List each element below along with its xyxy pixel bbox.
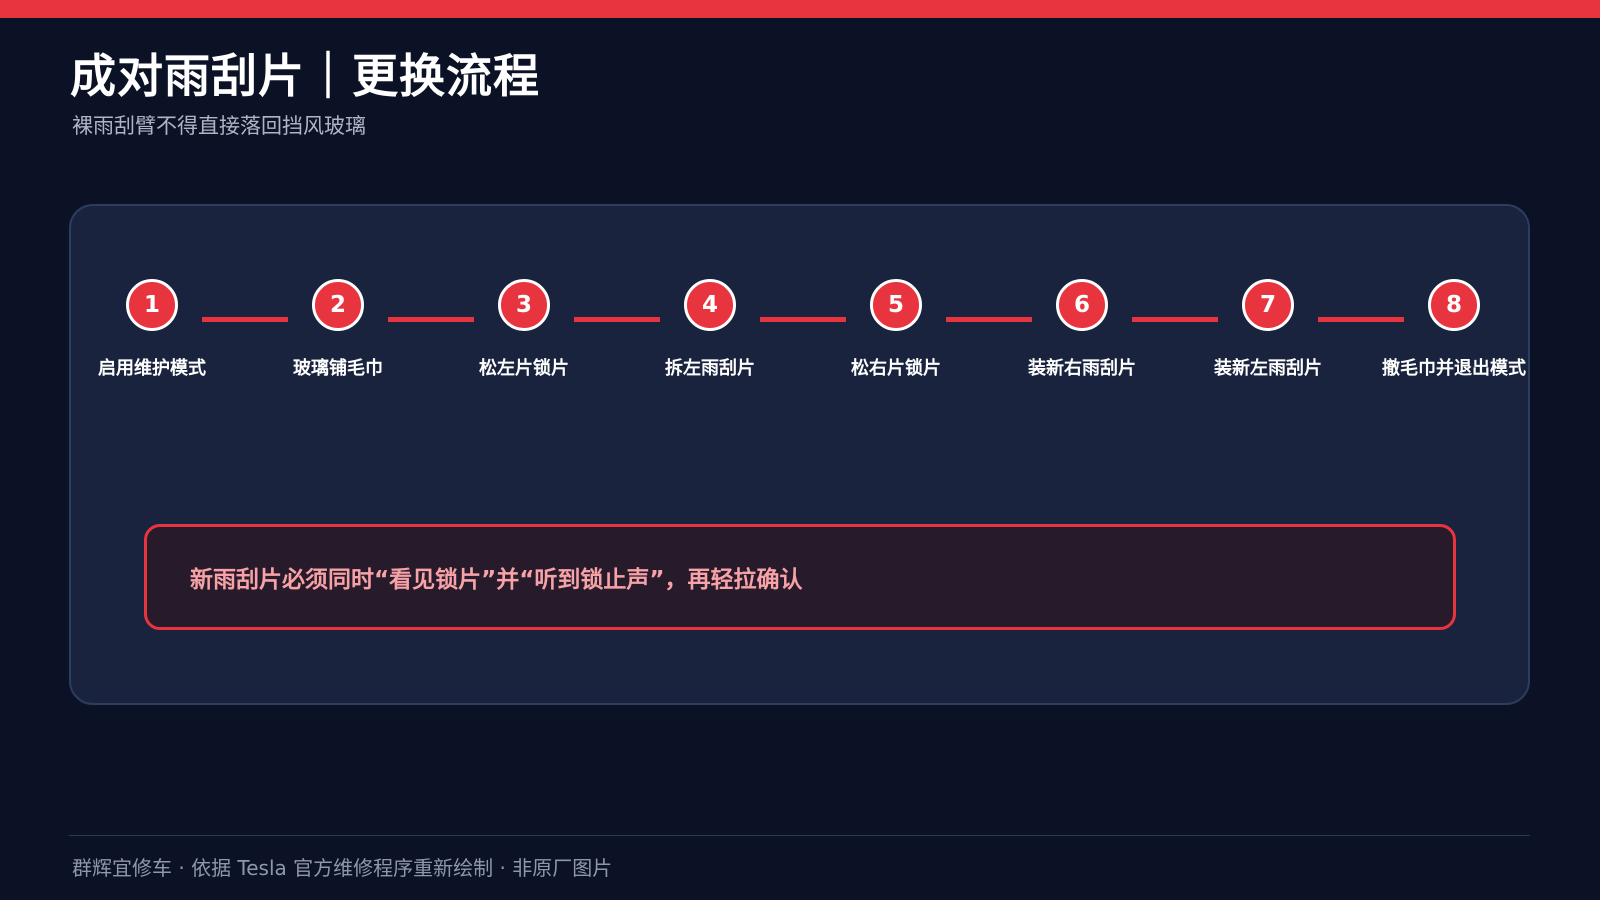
step-connector: [202, 317, 288, 322]
step-number-badge: 7: [1242, 279, 1294, 331]
step-connector: [388, 317, 474, 322]
process-step: 6 装新右雨刮片: [992, 279, 1172, 380]
top-accent-bar: [0, 0, 1600, 18]
process-step: 7 装新左雨刮片: [1178, 279, 1358, 380]
footer-credit: 群辉宜修车 · 依据 Tesla 官方维修程序重新绘制 · 非原厂图片: [72, 856, 613, 880]
step-number-badge: 4: [684, 279, 736, 331]
footer-divider: [69, 835, 1530, 836]
step-connector: [574, 317, 660, 322]
step-connector: [760, 317, 846, 322]
step-label: 玻璃铺毛巾: [293, 358, 383, 379]
step-number-badge: 6: [1056, 279, 1108, 331]
process-step: 5 松右片锁片: [806, 279, 986, 380]
step-number-badge: 3: [498, 279, 550, 331]
process-panel: 1 启用维护模式 2 玻璃铺毛巾 3 松左片锁片 4 拆左雨刮片 5 松右片锁片…: [69, 204, 1530, 705]
step-label: 拆左雨刮片: [665, 358, 755, 379]
step-label: 松左片锁片: [479, 358, 569, 379]
process-step: 1 启用维护模式: [62, 279, 242, 380]
warning-notice: 新雨刮片必须同时“看见锁片”并“听到锁止声”，再轻拉确认: [144, 524, 1456, 630]
step-connector: [1318, 317, 1404, 322]
step-label: 启用维护模式: [98, 358, 206, 379]
step-number-badge: 2: [312, 279, 364, 331]
process-step: 8 撤毛巾并退出模式: [1364, 279, 1544, 380]
warning-notice-text: 新雨刮片必须同时“看见锁片”并“听到锁止声”，再轻拉确认: [190, 567, 803, 593]
step-connector: [946, 317, 1032, 322]
page-title: 成对雨刮片｜更换流程: [70, 49, 540, 103]
step-label: 装新右雨刮片: [1028, 358, 1136, 379]
step-label: 撤毛巾并退出模式: [1382, 358, 1526, 379]
page-subtitle: 裸雨刮臂不得直接落回挡风玻璃: [72, 114, 366, 138]
step-number-badge: 5: [870, 279, 922, 331]
step-number-badge: 1: [126, 279, 178, 331]
step-label: 松右片锁片: [851, 358, 941, 379]
process-step: 2 玻璃铺毛巾: [248, 279, 428, 380]
step-number-badge: 8: [1428, 279, 1480, 331]
step-connector: [1132, 317, 1218, 322]
step-label: 装新左雨刮片: [1214, 358, 1322, 379]
process-step: 3 松左片锁片: [434, 279, 614, 380]
process-step: 4 拆左雨刮片: [620, 279, 800, 380]
